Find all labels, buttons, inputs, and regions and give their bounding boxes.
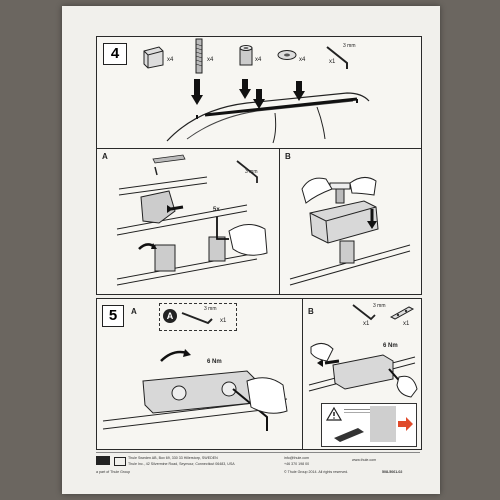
step4-number: 4	[103, 43, 127, 65]
qty-bolt: x4	[207, 57, 214, 63]
step5-b-tool-size: 3 mm	[373, 303, 386, 309]
warning-info-box	[321, 403, 417, 447]
warning-triangle-icon	[325, 406, 343, 421]
step5-a-tool-box: A 3 mm x1	[159, 303, 237, 331]
step5-a-torque: 6 Nm	[207, 359, 222, 365]
step5-b-illustration	[308, 343, 418, 398]
step4-a-count: 5x	[213, 207, 220, 213]
step4-b-label: B	[285, 152, 291, 161]
step5-b-torque: 6 Nm	[383, 343, 398, 349]
footer-address-2: Thule Inc., 42 Silvermine Road, Seymour,…	[128, 462, 235, 466]
step5-a-illustration	[102, 349, 288, 431]
washer-icon	[277, 50, 297, 60]
instruction-sheet: 4 x4 x4 x4 x4 3 mm x1	[62, 6, 440, 494]
hex-key-icon	[326, 46, 348, 69]
step5-b-hex-key-icon	[352, 304, 376, 321]
arrow-right-icon	[398, 417, 413, 431]
footer-web[interactable]: www.thule.com	[352, 458, 377, 462]
step5-a-hex-key-icon	[181, 312, 213, 325]
step4-a-illustration	[116, 154, 268, 286]
mail-icon	[114, 457, 126, 466]
step5-b-qty1: x1	[363, 321, 370, 327]
step4-panel-b: B	[279, 148, 422, 295]
part-number: 508-5061-02	[382, 470, 403, 474]
car-roof-illustration	[166, 79, 370, 144]
pad-placement-icon	[334, 428, 364, 442]
spacer-nut-icon	[239, 45, 253, 66]
step4-a-label: A	[102, 152, 108, 161]
thule-logo-icon	[96, 456, 110, 465]
footer-group: a part of Thule Group	[96, 470, 131, 474]
step5-b-qty2: x1	[403, 321, 410, 327]
step5-b-label: B	[308, 307, 314, 316]
step5-a-callout: A	[163, 309, 177, 323]
manual-reference-image	[370, 406, 396, 442]
step4-b-illustration	[289, 177, 411, 286]
qty-nut: x4	[255, 57, 262, 63]
footer-address-1: Thule Sweden AB, Box 69, 330 33 Hillerst…	[128, 456, 218, 460]
footer-copyright: © Thule Group 2014. All rights reserved.	[284, 470, 349, 474]
footer: Thule Sweden AB, Box 69, 330 33 Hillerst…	[96, 452, 420, 483]
step5-a-label: A	[131, 307, 137, 316]
step4-panel-a: A 3 mm 5x	[96, 148, 281, 295]
bolt-icon	[195, 38, 203, 74]
step4-parts-panel: 4 x4 x4 x4 x4 3 mm x1	[96, 36, 422, 150]
qty-hex-key: x1	[329, 59, 336, 65]
hex-key-size: 3 mm	[343, 43, 356, 49]
qty-clamp: x4	[167, 57, 174, 63]
step5-number: 5	[102, 305, 124, 327]
step5-a-qty: x1	[220, 318, 227, 324]
step5-panel-a: 5 A A 3 mm x1 6 Nm	[96, 298, 304, 450]
qty-washer: x4	[299, 57, 306, 63]
footer-phone: +46 370 198 00	[284, 462, 310, 466]
step5-panel-b: B 3 mm x1 x1 6 Nm	[302, 298, 422, 450]
step5-a-tool-size: 3 mm	[204, 306, 217, 312]
clamp-pad-icon	[143, 46, 164, 69]
footer-email[interactable]: info@thule.com	[284, 456, 310, 460]
warning-text-lines	[344, 409, 384, 410]
step5-b-rubber-pad-icon	[389, 306, 415, 320]
